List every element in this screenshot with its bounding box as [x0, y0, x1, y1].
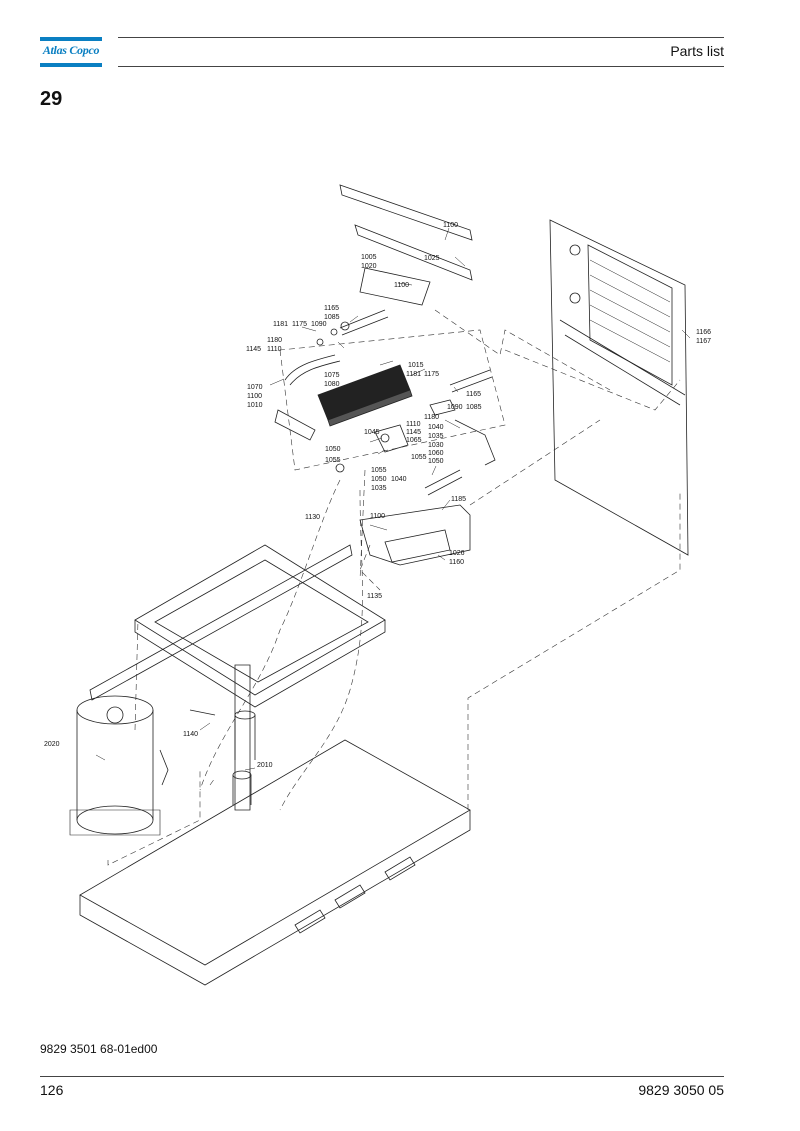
- base-plate: [79, 739, 471, 966]
- callout-label: 1160: [449, 559, 464, 566]
- footer-rule: [40, 1076, 724, 1077]
- header-rule-bottom: [118, 66, 724, 67]
- callout-label: 1015: [408, 362, 424, 369]
- callout-label: 1020: [361, 263, 377, 270]
- page-title: Parts list: [670, 43, 724, 59]
- drip-tray: [359, 504, 471, 566]
- page-number: 126: [40, 1082, 64, 1098]
- callout-label: 1181: [406, 371, 421, 378]
- callout-label: 1165: [324, 305, 339, 312]
- callout-label: 1100: [370, 513, 385, 520]
- pipe-lower-right: [454, 419, 496, 466]
- callout-label: 1025: [424, 255, 440, 262]
- callout-label: 1055: [371, 467, 387, 474]
- callout-label: 1050: [428, 458, 444, 465]
- document-reference: 9829 3501 68-01ed00: [40, 1042, 158, 1056]
- callout-label: 1185: [451, 496, 466, 503]
- callout-label: 1070: [247, 384, 263, 391]
- valve-block: [374, 424, 409, 453]
- callout-label: 1085: [466, 404, 482, 411]
- callout-label: 1026: [449, 550, 465, 557]
- callout-label: 1166: [696, 329, 711, 336]
- callout-label: 1175: [292, 321, 307, 328]
- pipe-right: [449, 369, 493, 393]
- callout-label: 1180: [424, 414, 439, 421]
- callout-label: 1135: [367, 593, 382, 600]
- callout-label: 1050: [325, 446, 341, 453]
- callout-label: 1080: [324, 381, 340, 388]
- section-number: 29: [40, 88, 63, 110]
- top-bracket: [339, 184, 473, 241]
- grille: [587, 244, 673, 386]
- callout-label: 1130: [305, 514, 320, 521]
- receiver-tank-top: [76, 695, 154, 725]
- callout-label: 1005: [361, 254, 377, 261]
- side-bracket: [274, 409, 316, 441]
- callout-label: 1100: [247, 393, 262, 400]
- callout-label: 1165: [466, 391, 481, 398]
- rear-panel: [549, 219, 689, 556]
- logo-wordmark: Atlas Copco: [42, 43, 100, 57]
- callout-label: 1040: [428, 424, 444, 431]
- callout-label: 1145: [246, 346, 261, 353]
- callout-label: 1100: [394, 282, 409, 289]
- callout-label: 1010: [247, 402, 263, 409]
- logo-bar-top: [40, 37, 102, 41]
- pipe-lower: [424, 469, 463, 496]
- receiver-tank: [76, 710, 154, 820]
- callout-label: 1110: [267, 346, 282, 353]
- mounting-plate: [359, 267, 431, 306]
- callout-label: 1180: [267, 337, 282, 344]
- callout-label: 1055: [325, 457, 341, 464]
- callout-label: 1175: [424, 371, 439, 378]
- side-rail: [89, 544, 353, 701]
- callout-label: 1040: [391, 476, 407, 483]
- filter-post: [234, 664, 251, 811]
- callout-label: 1090: [447, 404, 463, 411]
- atlas-copco-logo: Atlas Copco: [40, 37, 102, 67]
- assembly-outline: [279, 329, 506, 471]
- callout-label: 1090: [311, 321, 327, 328]
- callout-label: 1140: [183, 731, 198, 738]
- logo-bar-bottom: [40, 63, 102, 67]
- callout-label: 1030: [428, 442, 444, 449]
- callout-label: 1045: [364, 429, 380, 436]
- header-rule-top: [118, 37, 724, 38]
- pipe-upper: [339, 309, 389, 336]
- callout-label: 1181: [273, 321, 288, 328]
- callout-label: 1065: [406, 437, 422, 444]
- exploded-view-svg: 1100 1005 1020 1025 1100 1165 1085 1181 …: [44, 184, 711, 986]
- callout-label: 1167: [696, 338, 711, 345]
- callout-label: 2020: [44, 741, 60, 748]
- callout-label: 1050: [371, 476, 387, 483]
- callout-label: 1145: [406, 429, 421, 436]
- callout-label: 1100: [443, 222, 458, 229]
- exploded-parts-drawing: 1100 1005 1020 1025 1100 1165 1085 1181 …: [40, 170, 740, 1000]
- callout-label: 1060: [428, 450, 444, 457]
- callout-label: 1055: [411, 454, 427, 461]
- callout-label: 1085: [324, 314, 340, 321]
- pipe-left: [284, 354, 336, 381]
- callout-label: 2010: [257, 762, 273, 769]
- frame: [134, 544, 386, 696]
- upper-rail: [354, 224, 473, 281]
- callout-label: 1035: [371, 485, 387, 492]
- manual-code: 9829 3050 05: [638, 1082, 724, 1098]
- callout-label: 1110: [406, 421, 421, 428]
- callout-label: 1075: [324, 372, 340, 379]
- dryer-cartridge: [232, 770, 252, 780]
- callout-label: 1035: [428, 433, 444, 440]
